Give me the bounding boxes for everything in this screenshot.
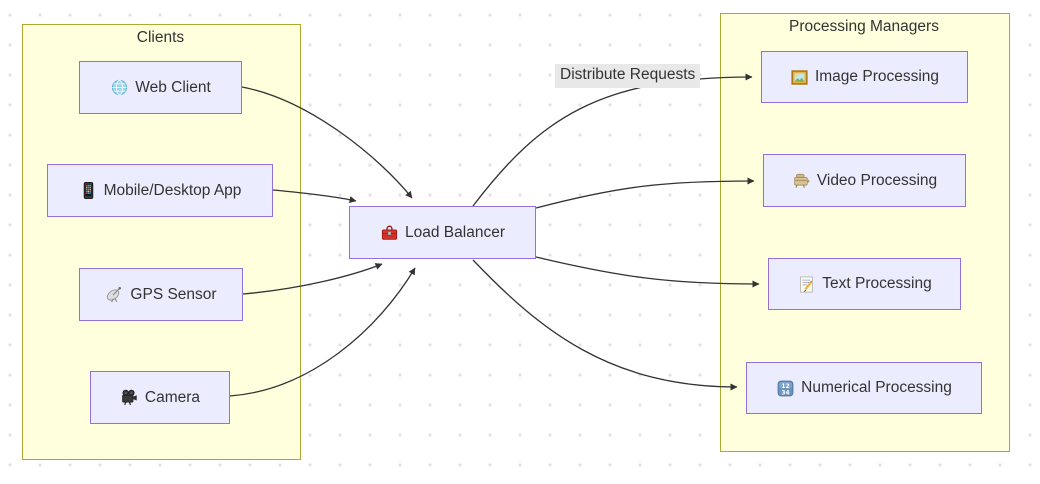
node-text-processing: Text Processing xyxy=(768,258,961,310)
cluster-clients-title: Clients xyxy=(136,29,185,46)
node-label: Text Processing xyxy=(822,275,932,292)
edge-load-balancer-to-image-processing xyxy=(472,73,753,207)
node-label: Numerical Processing xyxy=(801,379,952,396)
node-label: Mobile/Desktop App xyxy=(103,181,242,199)
node-image-processing: Image Processing xyxy=(761,51,968,103)
film-projector-icon xyxy=(792,171,811,190)
globe-icon xyxy=(110,78,129,97)
edge-label-distribute-requests: Distribute Requests xyxy=(555,64,701,88)
node-load-balancer: Load Balancer xyxy=(349,206,536,259)
node-label: Camera xyxy=(144,388,201,406)
svg-text:12: 12 xyxy=(782,383,790,389)
mobile-phone-icon xyxy=(79,181,98,200)
node-label: GPS Sensor xyxy=(130,285,217,303)
node-camera: Camera xyxy=(90,371,230,424)
cluster-processing-managers-title: Processing Managers xyxy=(789,18,939,35)
movie-camera-icon xyxy=(120,388,139,407)
edge-load-balancer-to-numerical-processing xyxy=(472,259,738,391)
node-video-processing: Video Processing xyxy=(763,154,966,207)
node-label: Web Client xyxy=(135,78,211,96)
node-label: Video Processing xyxy=(816,171,938,189)
node-label: Image Processing xyxy=(814,68,940,85)
node-mobile-desktop-app: Mobile/Desktop App xyxy=(47,164,273,217)
memo-pencil-icon xyxy=(797,275,816,294)
node-label: Load Balancer xyxy=(405,223,505,241)
svg-text:34: 34 xyxy=(782,390,790,396)
satellite-antenna-icon xyxy=(105,285,124,304)
toolbox-icon xyxy=(380,223,399,242)
node-web-client: Web Client xyxy=(79,61,242,114)
node-gps-sensor: GPS Sensor xyxy=(79,268,243,321)
framed-picture-icon xyxy=(790,68,809,87)
